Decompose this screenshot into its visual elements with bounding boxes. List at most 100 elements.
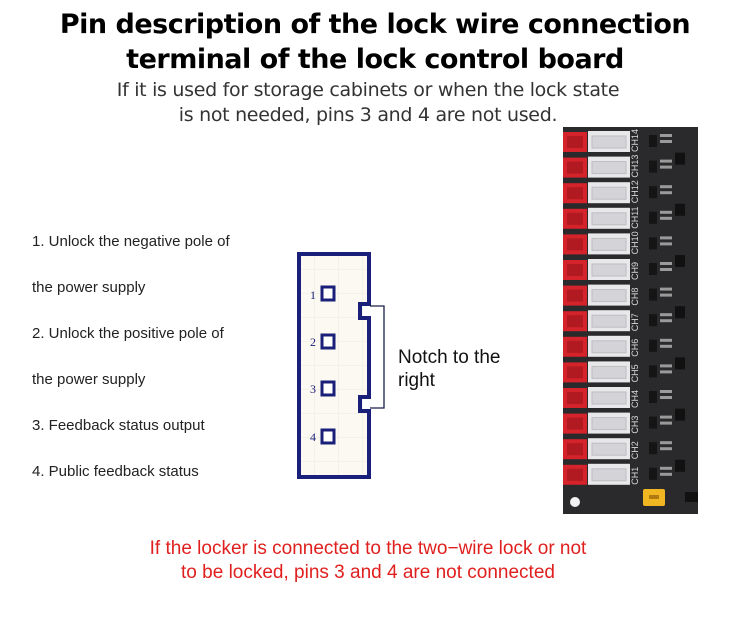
board-detail [591,161,627,175]
pin-4-description: 4. Public feedback status [32,463,199,480]
channel-row-ch6: CH6 [563,335,672,357]
board-detail [649,160,657,173]
board-detail [591,340,627,354]
board-detail [567,392,583,404]
board-detail [660,441,672,445]
ic-chip [685,492,698,502]
board-detail [660,268,672,271]
pin-1-description-cont: the power supply [32,279,146,296]
board-detail [675,306,685,319]
board-detail [567,238,583,251]
board-detail [660,236,672,240]
pin-3-description: 3. Feedback status output [32,417,205,434]
board-detail [660,338,672,342]
connector-diagram: 1 2 3 4 [297,252,385,479]
pin-2-description: 2. Unlock the positive pole of [32,325,224,342]
board-detail [675,255,685,267]
board-detail [591,442,627,456]
pin-2-number: 2 [310,335,316,349]
board-detail [591,212,627,226]
board-detail [591,417,627,431]
channel-label: CH9 [630,262,640,280]
connector-outline-redraw [297,252,371,479]
board-detail [649,339,657,352]
mounting-hole [570,497,580,507]
pin-1: 1 [310,285,336,302]
board-detail [591,289,627,303]
board-detail [660,293,672,297]
lock-control-board-photo: CH14CH13CH12CH11CH10CH9CH8CH7CH6CH5CH4CH… [563,127,698,514]
channel-row-ch1: CH1 [563,459,685,485]
board-detail [675,459,685,472]
board-detail [591,263,627,277]
channel-row-ch2: CH2 [563,438,672,460]
board-detail [660,370,672,374]
board-detail [591,365,627,379]
board-detail [675,357,685,370]
notch-label-line-1: Notch to the [398,347,501,368]
board-detail [567,443,583,456]
board-detail [649,442,657,455]
channel-label: CH14 [630,129,640,152]
subtitle-line-2: is not needed, pins 3 and 4 are not used… [178,104,558,126]
board-detail [660,364,672,368]
board-detail [660,319,672,323]
pin-3: 3 [310,380,336,397]
board-detail [660,415,672,419]
board-detail [591,391,627,405]
channel-label: CH5 [630,364,640,382]
pin-4: 4 [310,428,336,445]
channel-label: CH13 [630,155,640,178]
channel-row-ch10: CH10 [563,231,672,255]
jumper [643,489,665,506]
board-detail [660,344,672,348]
board-detail [567,187,583,200]
channel-row-ch14: CH14 [563,129,672,152]
footer-note-line-2: to be locked, pins 3 and 4 are not conne… [181,562,555,583]
board-detail [660,185,672,189]
board-detail [660,313,672,317]
board-detail [649,186,657,199]
subtitle-line-1: If it is used for storage cabinets or wh… [116,79,620,101]
board-detail [660,466,672,470]
pin-4-number: 4 [310,430,316,444]
notch-label-line-2: right [398,370,435,391]
board-detail [649,391,657,403]
board-detail [567,366,583,379]
pin-2: 2 [310,333,336,350]
channel-label: CH10 [630,231,640,254]
board-detail [649,288,657,301]
board-detail [660,165,672,169]
channel-row-ch11: CH11 [563,203,685,229]
board-detail [660,396,672,399]
board-detail [675,203,685,216]
board-detail [649,314,657,327]
channel-row-ch12: CH12 [563,180,672,204]
board-detail [660,210,672,214]
pin-2-description-cont: the power supply [32,371,146,388]
channel-row-ch4: CH4 [563,387,672,408]
page-title-line-2: terminal of the lock control board [126,44,624,75]
channel-label: CH2 [630,441,640,459]
board-detail [660,262,672,265]
pin-3-number: 3 [310,382,316,396]
board-detail [660,447,672,451]
board-detail [675,152,685,165]
page-title-line-1: Pin description of the lock wire connect… [59,9,691,40]
board-detail [649,263,657,275]
pin-1-number: 1 [310,288,316,302]
board-detail [660,287,672,291]
board-detail [567,315,583,328]
channel-row-ch7: CH7 [563,306,685,332]
channel-row-ch8: CH8 [563,284,672,306]
channel-label: CH8 [630,288,640,306]
channel-row-ch3: CH3 [563,408,685,434]
board-detail [660,159,672,163]
board-detail [660,242,672,246]
board-detail [649,135,657,147]
board-detail [660,134,672,137]
board-detail [567,161,583,174]
board-detail [660,216,672,220]
board-detail [567,468,583,481]
board-detail [649,211,657,224]
